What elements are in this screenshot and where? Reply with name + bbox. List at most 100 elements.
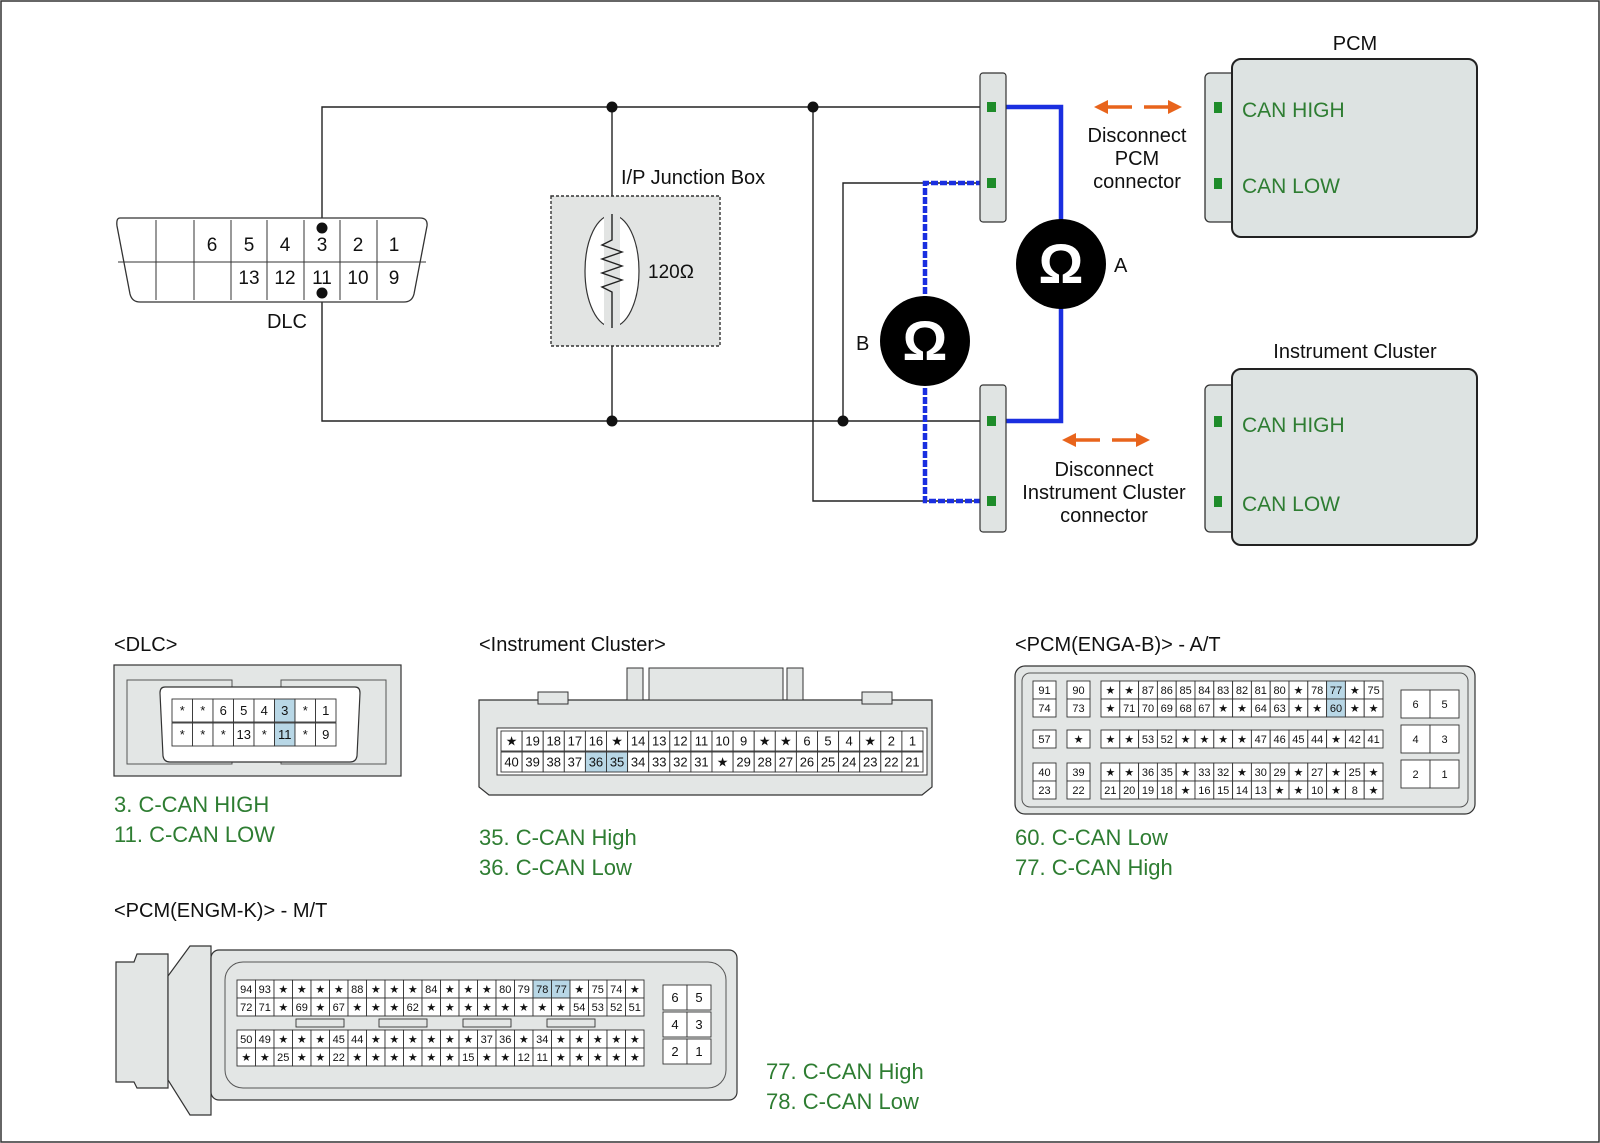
pin-label: 53 xyxy=(1142,734,1154,746)
pin-label: 1 xyxy=(322,703,329,718)
pin-label: 44 xyxy=(351,1034,363,1046)
pin-label: 91 xyxy=(1038,685,1050,697)
dlc-pin-number: 11 xyxy=(312,268,332,289)
pin-cell xyxy=(686,984,712,1011)
pin-label: 42 xyxy=(1349,734,1361,746)
pin-label: 75 xyxy=(1367,685,1379,697)
disconnect-line: PCM xyxy=(1115,148,1159,170)
pin-label: 25 xyxy=(277,1052,289,1064)
pin-label: 37 xyxy=(568,754,582,769)
pin-label: ★ xyxy=(297,1052,307,1064)
pin-label: ★ xyxy=(315,1052,325,1064)
pin-label: ★ xyxy=(500,1002,510,1014)
disconnect-line: Disconnect xyxy=(1088,125,1187,147)
pin-cell xyxy=(1400,724,1431,754)
pin-separator xyxy=(295,1018,345,1028)
pin-label: 1 xyxy=(1441,769,1447,781)
pin-label: 39 xyxy=(1072,767,1084,779)
pin-label: ★ xyxy=(445,1052,455,1064)
pin-label: ★ xyxy=(463,984,473,996)
pin-label: ★ xyxy=(389,1034,399,1046)
pin-label: 30 xyxy=(1255,767,1267,779)
pin-label: 73 xyxy=(1072,703,1084,715)
pin-label: * xyxy=(303,727,308,742)
pin-label: 25 xyxy=(821,754,835,769)
pin-label: 5 xyxy=(1441,699,1447,711)
pin-label: ★ xyxy=(463,1034,473,1046)
dlc-pin-11-dot xyxy=(316,287,328,299)
pin-label: ★ xyxy=(519,1002,529,1014)
pin-label: 36 xyxy=(1142,767,1154,779)
pin-label: ★ xyxy=(297,984,307,996)
resistor-icon xyxy=(599,214,625,328)
pin-label: ★ xyxy=(408,984,418,996)
junction-box: I/P Junction Box 120Ω xyxy=(550,167,765,347)
pin-label: 22 xyxy=(333,1052,345,1064)
junction-dot xyxy=(606,101,618,113)
pin-label: ★ xyxy=(315,1002,325,1014)
pin-label: 67 xyxy=(1198,703,1210,715)
pin-label: * xyxy=(221,727,226,742)
pin-label: 57 xyxy=(1038,734,1050,746)
pin-label: ★ xyxy=(1331,734,1341,746)
pin-label: ★ xyxy=(611,733,623,748)
pcm-module: PCM CAN HIGH CAN LOW xyxy=(1204,33,1478,238)
pin-label: 12 xyxy=(673,733,687,748)
pin-label: ★ xyxy=(1293,703,1303,715)
pin-label: 14 xyxy=(631,733,645,748)
pin-label: ★ xyxy=(426,1052,436,1064)
pin-cell xyxy=(315,698,337,723)
pin-label: 31 xyxy=(694,754,708,769)
pin-label: 70 xyxy=(1142,703,1154,715)
dlc-note: 3. C-CAN HIGH xyxy=(114,792,269,817)
pin-label: 84 xyxy=(1198,685,1210,697)
cluster-pin xyxy=(1214,496,1222,507)
pin-label: ★ xyxy=(1293,685,1303,697)
pin-label: 34 xyxy=(536,1034,548,1046)
disconnect-line: connector xyxy=(1093,171,1181,193)
pin-label: 17 xyxy=(568,733,582,748)
dlc-pin-number: 6 xyxy=(207,235,218,256)
meter-leads xyxy=(922,104,1064,504)
pin-label: ★ xyxy=(864,733,876,748)
pcm-at-note: 60. C-CAN Low xyxy=(1015,825,1168,850)
pin-label: 6 xyxy=(671,990,678,1005)
pin-cell xyxy=(1429,759,1460,789)
pin-label: ★ xyxy=(389,1002,399,1014)
pin-label: 15 xyxy=(1217,785,1229,797)
cluster-latch-ear xyxy=(626,667,644,701)
pin-label: 87 xyxy=(1142,685,1154,697)
pin-label: ★ xyxy=(408,1052,418,1064)
pin-label: 25 xyxy=(1349,767,1361,779)
pin-label: ★ xyxy=(630,984,640,996)
dlc-outline xyxy=(116,217,428,303)
pin-label: 72 xyxy=(240,1002,252,1014)
pin-label: ★ xyxy=(445,1034,455,1046)
pcm-can-low: CAN LOW xyxy=(1242,175,1340,198)
disconnect-pcm-arrows xyxy=(1094,100,1182,114)
harness-pin xyxy=(987,416,996,426)
pin-label: 23 xyxy=(1038,785,1050,797)
cluster-latch-ear xyxy=(786,667,804,701)
wire-cluster-high xyxy=(812,107,985,502)
pin-label: 22 xyxy=(884,754,898,769)
pin-label: 2 xyxy=(671,1044,678,1059)
pin-label: 32 xyxy=(673,754,687,769)
pin-label: ★ xyxy=(1124,685,1134,697)
pin-label: 64 xyxy=(1255,703,1267,715)
ohmmeter-b: Ω B xyxy=(856,296,970,386)
pin-cell xyxy=(1363,729,1384,749)
cluster-title: Instrument Cluster xyxy=(1273,341,1437,363)
pin-label: ★ xyxy=(1237,734,1247,746)
pcm-mt-inner-frame xyxy=(224,961,727,1089)
harness-pin xyxy=(987,102,996,112)
pin-label: 29 xyxy=(1273,767,1285,779)
pin-label: ★ xyxy=(1105,734,1115,746)
pin-label: 1 xyxy=(909,733,916,748)
pin-label: ★ xyxy=(1105,767,1115,779)
